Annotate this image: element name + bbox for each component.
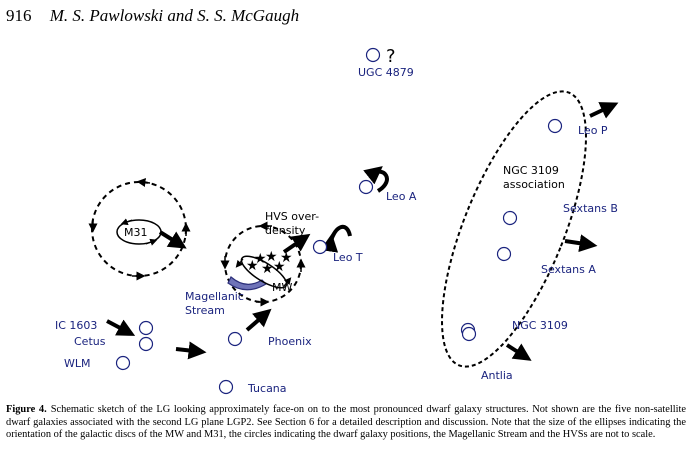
m31-label: M31 [124, 226, 148, 239]
magellanic-stream-label-line1: Magellanic [185, 290, 244, 303]
antlia-label: Antlia [481, 369, 513, 382]
figure-label: Figure 4. [6, 404, 47, 415]
dwarf-circle-phoenix [227, 331, 243, 347]
hvs-overdensity-label-line2: density [265, 224, 306, 237]
phoenix-label: Phoenix [268, 335, 312, 348]
leo-p-label: Leo P [578, 124, 608, 137]
hvs-star: ★ [273, 259, 286, 275]
ngc3109-association-ellipse [441, 90, 587, 368]
page-header: 916 M. S. Pawlowski and S. S. McGaugh [6, 6, 299, 26]
m31-disc-arrow-a [120, 218, 133, 226]
dwarf-circle-leo-a [358, 179, 374, 195]
m31-orbit-arrow-top [136, 178, 151, 187]
leo-t-label: Leo T [333, 251, 363, 264]
m31-disc-arrow-b [145, 238, 158, 246]
ugc4879-question-mark: ? [386, 46, 396, 67]
hvs-star: ★ [261, 261, 274, 277]
mw-label: MW [272, 281, 292, 294]
sextans-b-label: Sextans B [563, 202, 618, 215]
leo-p-motion-arrow [589, 102, 619, 119]
dwarf-circle-ugc4879 [365, 47, 381, 63]
mw-disc-arrow-b [283, 277, 292, 287]
tucana-label: Tucana [247, 382, 287, 395]
cetus-label: Cetus [74, 335, 106, 348]
ugc4879-label: UGC 4879 [358, 66, 414, 79]
caption-text: Schematic sketch of the LG looking appro… [6, 404, 686, 441]
phoenix-motion-arrow [175, 341, 207, 360]
page-number: 916 [6, 6, 32, 25]
mw-motion-arrow [282, 233, 311, 254]
hvs-overdensity-label-line1: HVS over- [265, 210, 319, 223]
dwarf-circle-ic1603 [138, 320, 154, 336]
ngc3109-association-label-line1: NGC 3109 [503, 164, 559, 177]
ic1603-label: IC 1603 [55, 319, 97, 332]
magellanic-stream-label-line2: Stream [185, 304, 225, 317]
figure-sketch: M31 MW ★ ★ ★ ★ ★ ★ HVS over- density ? U… [55, 46, 619, 395]
dwarf-circle-antlia [461, 326, 477, 342]
sextans-a-label: Sextans A [541, 263, 596, 276]
ngc3109-label: NGC 3109 [512, 319, 568, 332]
leo-a-curved-arrow [363, 166, 389, 193]
m31-motion-arrow [158, 230, 187, 249]
mw-disc-arrow-a [235, 258, 244, 268]
hvs-star: ★ [265, 249, 278, 265]
hvs-star: ★ [246, 258, 259, 274]
wlm-label: WLM [64, 357, 91, 370]
running-authors: M. S. Pawlowski and S. S. McGaugh [49, 6, 300, 25]
hvs-star: ★ [280, 250, 293, 266]
dwarf-circle-leo-p [547, 118, 563, 134]
dwarf-circle-cetus [138, 336, 154, 352]
leo-a-label: Leo A [386, 190, 417, 203]
ngc3109-association-label-line2: association [503, 178, 565, 191]
dwarf-circle-leo-t [312, 239, 328, 255]
phoenix-upward-arrow [245, 308, 272, 332]
figure-caption: Figure 4.Schematic sketch of the LG look… [6, 404, 686, 442]
dwarf-circle-sextans-a [496, 246, 512, 262]
sextans-a-motion-arrow [564, 234, 598, 253]
ic1603-motion-arrow [106, 319, 136, 336]
leo-t-curved-arrow [320, 224, 352, 253]
magellanic-stream [227, 276, 267, 291]
dwarf-circle-sextans-b [502, 210, 518, 226]
antlia-motion-arrow [505, 343, 532, 361]
dwarf-circle-wlm [115, 355, 131, 371]
dwarf-circle-tucana [218, 379, 234, 395]
mw-disc-ellipse [240, 255, 288, 289]
hvs-star: ★ [254, 251, 267, 267]
